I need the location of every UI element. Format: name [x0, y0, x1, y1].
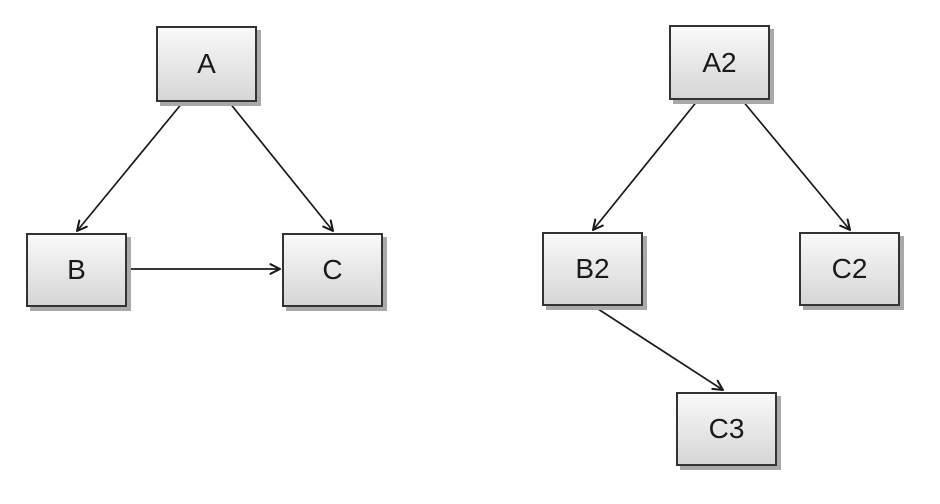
node-C[interactable]: C: [282, 233, 383, 307]
node-label: A: [197, 48, 216, 79]
node-label: C: [322, 254, 343, 285]
node-label: B: [67, 254, 86, 285]
node-label: B2: [575, 253, 610, 284]
node-A[interactable]: A: [156, 26, 257, 102]
node-label: A2: [702, 46, 737, 78]
edge-A-B[interactable]: [75, 101, 184, 233]
node-B2[interactable]: B2: [542, 232, 643, 306]
edge-A2-C2[interactable]: [741, 99, 852, 232]
edge-A2-B2[interactable]: [591, 99, 699, 232]
node-A2[interactable]: A2: [669, 25, 770, 100]
node-C2[interactable]: C2: [799, 232, 900, 306]
node-C3[interactable]: C3: [676, 392, 777, 466]
node-label: C2: [831, 253, 868, 284]
edge-A-C[interactable]: [228, 101, 335, 233]
edge-B2-C3[interactable]: [594, 306, 725, 392]
node-B[interactable]: B: [26, 233, 127, 307]
node-label: C3: [708, 413, 745, 444]
